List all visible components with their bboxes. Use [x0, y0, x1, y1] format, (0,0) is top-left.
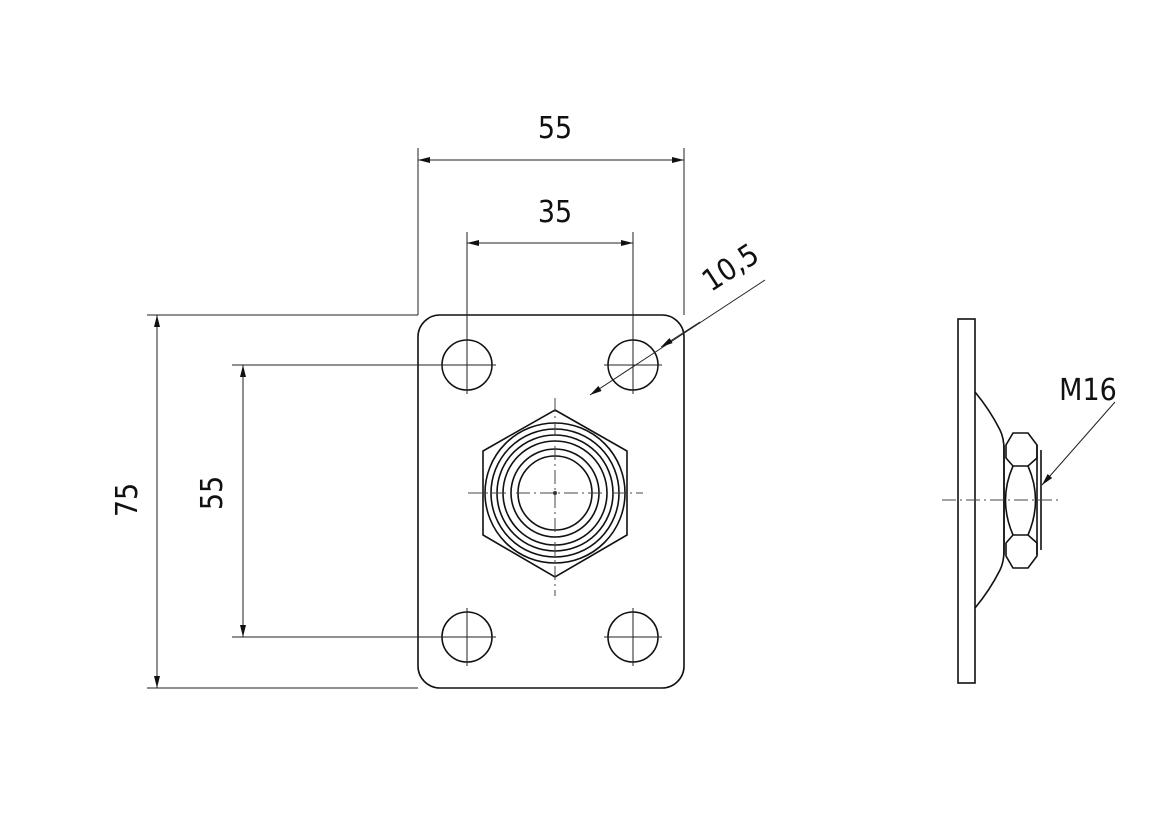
dimension-overall-width: 55	[417, 111, 685, 315]
dim-label-10-5: 10,5	[696, 237, 765, 299]
dim-label-55-height: 55	[195, 476, 230, 510]
hex-nut-top	[468, 398, 643, 596]
dim-label-75: 75	[110, 483, 145, 517]
dimension-overall-height: 75	[110, 314, 418, 689]
dimension-hole-diameter: 10,5	[589, 237, 766, 396]
side-view: M16	[942, 318, 1117, 684]
dimension-hole-spacing-width: 35	[466, 195, 634, 340]
hex-nut-side	[1003, 432, 1042, 569]
mounting-holes	[438, 336, 662, 666]
plate-side	[957, 318, 976, 684]
mounting-plate	[417, 314, 685, 689]
front-view	[417, 314, 685, 689]
dimension-hole-spacing-height: 55	[195, 364, 467, 638]
thread-label-m16: M16	[1059, 373, 1117, 408]
dim-label-35: 35	[538, 195, 572, 230]
dim-label-55-width: 55	[538, 111, 572, 146]
